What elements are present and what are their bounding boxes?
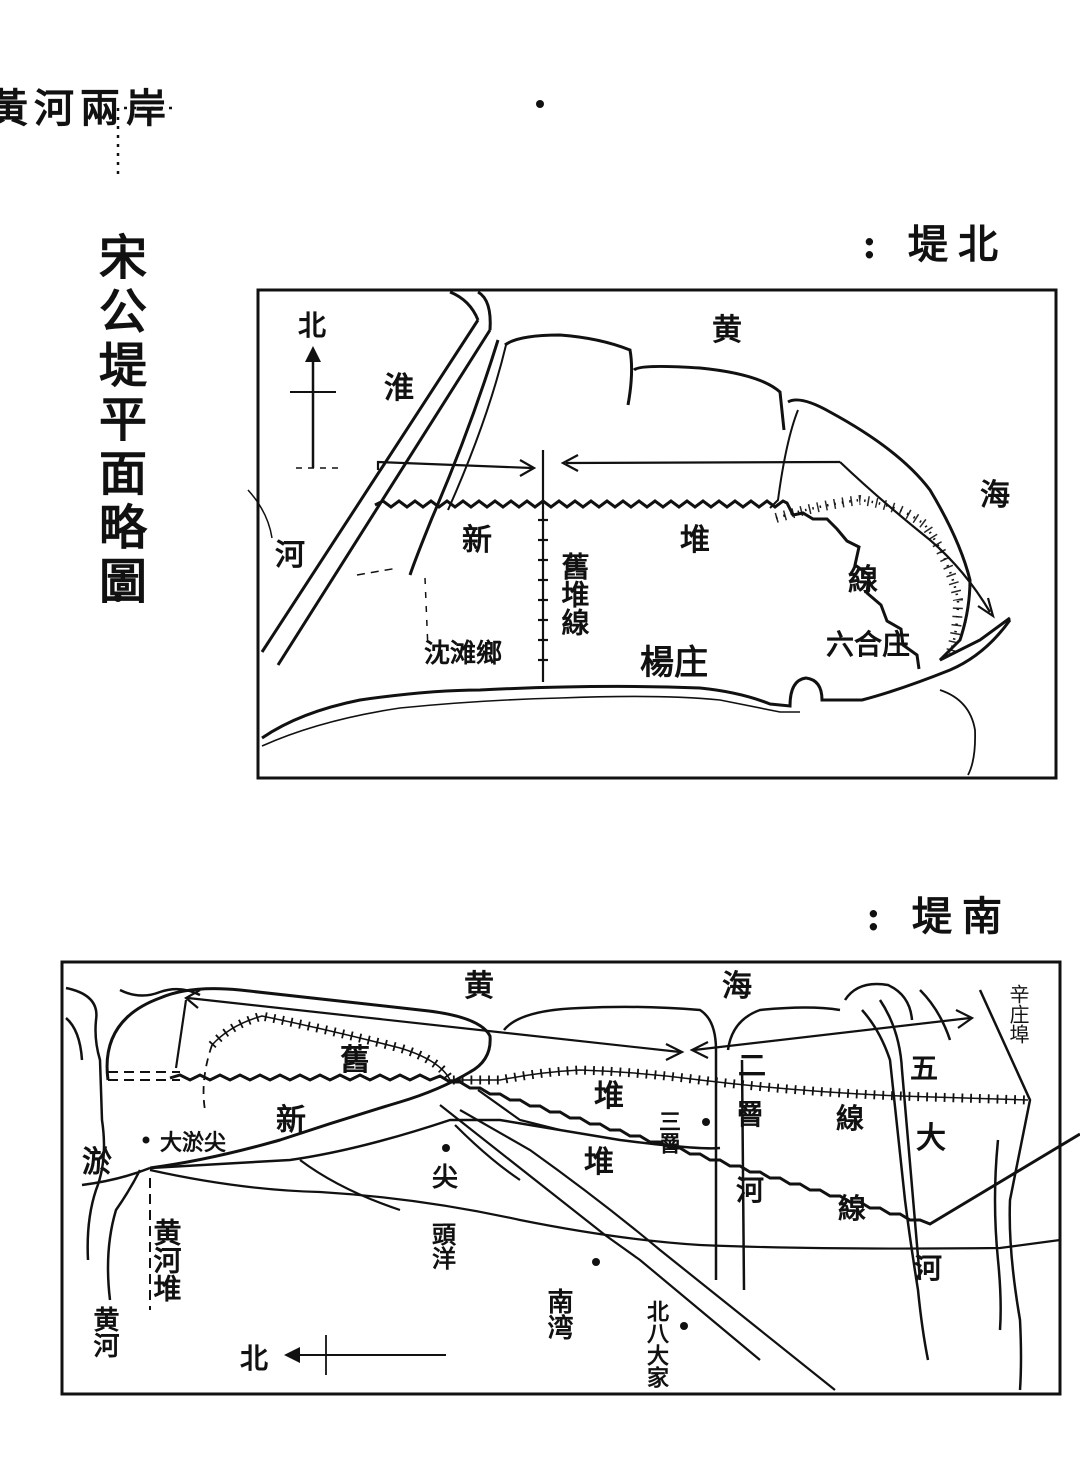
s-label-dayujian: 大淤尖 — [160, 1130, 226, 1156]
s-label-wu: 五 — [910, 1052, 938, 1085]
south-section-colon: : — [866, 893, 881, 940]
new-dyke-zigzag — [374, 499, 921, 670]
north-south-boundary — [261, 619, 1012, 740]
north-section-label: 北堤 — [908, 221, 1008, 268]
s-label-xian2: 線 — [838, 1192, 866, 1225]
south-north-label: 北 — [240, 1342, 268, 1375]
settlement-dot-beibadajia — [680, 1322, 688, 1330]
old-channel — [408, 339, 500, 576]
south-dyke-section: 南堤 : — [60, 893, 1080, 1396]
s-label-lu: 罾 — [736, 1098, 764, 1131]
s-label-nanwan: 南湾 — [543, 1288, 573, 1341]
s-label-he1: 河 — [736, 1174, 764, 1207]
north-dyke-section: 北堤 : 北 — [247, 221, 1058, 780]
north-arrow-label: 北 — [298, 309, 326, 342]
header-title-rtl: 岸兩河黃縣寧阜 — [0, 85, 172, 132]
dotted-leader — [116, 106, 172, 180]
south-roads — [149, 1089, 1061, 1391]
s-label-huang: 黄 — [464, 969, 494, 1004]
huai-river — [260, 290, 492, 666]
title-bullet — [114, 594, 122, 602]
settlement-dot-nanwan — [592, 1258, 600, 1266]
south-north-arrow: 北 — [240, 1335, 446, 1375]
label-xian: 線 — [848, 563, 878, 598]
s-label-jian: 尖 — [432, 1163, 458, 1193]
north-width-arrows — [376, 454, 995, 619]
label-hai: 海 — [980, 478, 1010, 513]
vertical-title: 宋公堤平面略圖 — [90, 232, 147, 610]
north-right-inlet — [939, 689, 977, 776]
south-new-dyke-zigzag — [169, 1073, 1080, 1226]
south-vertical-channels — [503, 982, 1032, 1391]
s-label-dui1: 堆 — [594, 1079, 624, 1114]
s-label-jiu: 舊 — [340, 1043, 370, 1078]
s-label-yu: 淤 — [82, 1145, 112, 1180]
label-chenduixiang: 沈滩鄉 — [424, 638, 502, 669]
header: 岸兩河黃縣寧阜 宋公堤平面略圖 — [0, 85, 544, 610]
label-he: 河 — [275, 538, 305, 573]
south-width-arrows — [174, 989, 975, 1069]
s-label-dui2: 堆 — [584, 1145, 614, 1180]
south-map-frame — [60, 960, 1062, 1396]
s-label-he2: 河 — [914, 1252, 942, 1285]
settlement-dot-sanlu — [702, 1118, 710, 1126]
header-bullet — [536, 100, 544, 108]
north-arrow: 北 — [290, 309, 340, 469]
label-old-line: 舊堆線 — [558, 552, 591, 636]
label-huang: 黄 — [712, 313, 742, 348]
label-dui: 堆 — [680, 523, 710, 558]
s-label-huanghedui: 黄河堆 — [150, 1218, 183, 1302]
s-label-sanlu: 三罾 — [655, 1110, 681, 1154]
old-dyke-line — [538, 450, 548, 682]
south-river-loop — [105, 987, 492, 1170]
s-label-xian1: 線 — [836, 1102, 864, 1135]
s-label-toutai: 頭洋 — [428, 1222, 457, 1270]
s-label-beibadajia: 北八大家 — [643, 1300, 669, 1388]
north-section-colon: : — [862, 221, 877, 268]
settlement-dot-dayujian — [142, 1136, 150, 1144]
south-dashed-lines — [108, 1071, 180, 1310]
label-liuhezhuang: 六合庄 — [826, 628, 910, 661]
s-label-hai: 海 — [722, 969, 752, 1004]
label-huai: 淮 — [384, 371, 414, 406]
label-yangzhuang: 楊庄 — [640, 643, 708, 683]
label-xin: 新 — [462, 523, 492, 558]
s-label-huanghe-left: 黄河 — [89, 1306, 119, 1358]
s-label-xin: 新 — [276, 1103, 306, 1138]
s-label-da: 大 — [916, 1121, 946, 1156]
settlement-dot-jian — [442, 1144, 450, 1152]
south-section-label: 南堤 — [912, 893, 1012, 940]
s-label-corner-note: 辛庄埠 — [1006, 984, 1030, 1044]
s-label-er: 二 — [738, 1049, 766, 1082]
left-tributary — [247, 489, 273, 539]
north-map-frame — [256, 288, 1058, 780]
